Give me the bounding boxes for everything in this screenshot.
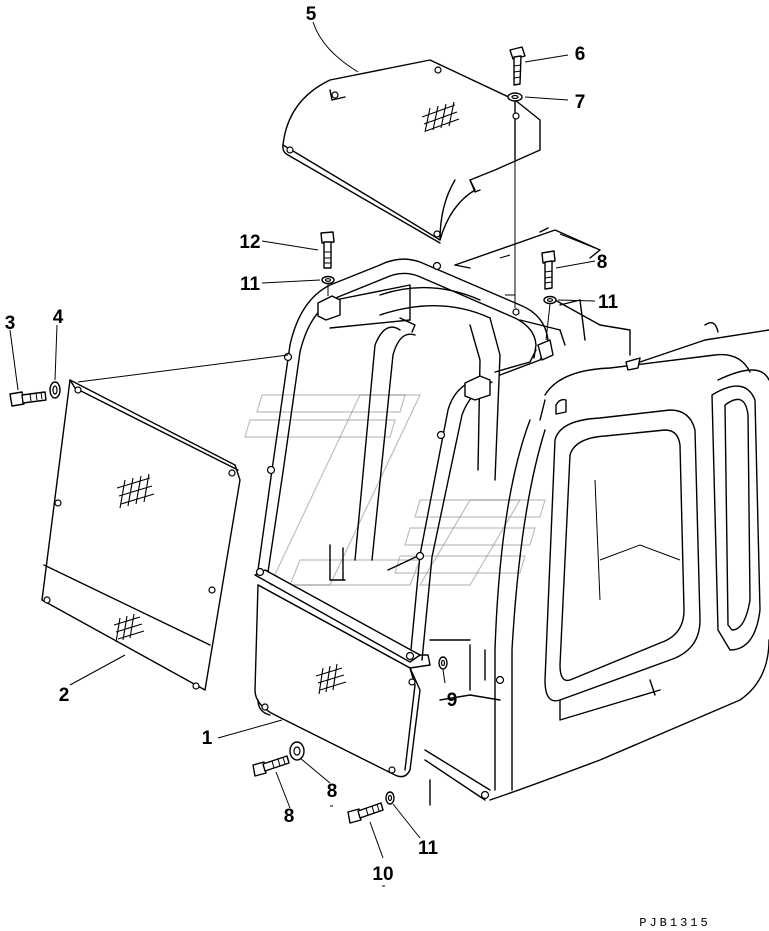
callout-12: 12 xyxy=(239,232,260,253)
bolt-8-top xyxy=(541,250,556,290)
watermark-logo xyxy=(244,394,546,586)
callout-5: 5 xyxy=(306,4,317,25)
callout-11-lower: 11 xyxy=(418,838,439,859)
washer-7 xyxy=(507,92,523,102)
callout-labels: 5 6 7 12 11 8 11 3 4 2 1 9 8 8 11 10 xyxy=(5,4,619,885)
callout-8-lower-mid: 10 xyxy=(372,864,393,885)
top-cover-plate xyxy=(282,59,541,244)
mesh-symbol-side-panel-lower xyxy=(113,613,145,643)
leader-lines xyxy=(9,21,596,859)
callout-8-upper: 8 xyxy=(597,252,608,273)
washer-11-top-right xyxy=(543,295,557,305)
drawing-code: PJB1315 xyxy=(639,916,710,930)
frame-structure xyxy=(329,284,586,581)
callout-6: 6 xyxy=(575,44,586,65)
bolt-12 xyxy=(320,231,335,269)
callout-3: 3 xyxy=(5,313,16,334)
callout-11-upper-left: 11 xyxy=(240,274,261,295)
callout-10: 9 xyxy=(447,690,458,711)
callout-7: 7 xyxy=(575,92,586,113)
bolt-3 xyxy=(9,391,47,407)
washer-10 xyxy=(438,656,448,670)
bolt-8-lower-left xyxy=(252,755,290,777)
mesh-symbol-rear-panel xyxy=(315,663,347,695)
callout-8-lower-left: 8 xyxy=(284,806,295,827)
washer-9 xyxy=(289,741,305,761)
callout-1: 1 xyxy=(202,728,213,749)
washer-11-top-left xyxy=(321,275,335,285)
bolt-6 xyxy=(509,46,526,86)
left-side-panel xyxy=(41,379,241,691)
callout-4: 4 xyxy=(53,307,64,328)
callout-11-upper-right: 11 xyxy=(598,292,619,313)
rear-lower-panel xyxy=(254,584,421,778)
mesh-symbol-side-panel xyxy=(116,473,155,509)
washer-11-lower xyxy=(385,791,395,805)
mesh-symbol-cover xyxy=(421,101,460,133)
bolt-8-lower-mid xyxy=(347,802,384,824)
callout-9: 8 xyxy=(327,781,338,802)
callout-2: 2 xyxy=(59,685,70,706)
washer-4 xyxy=(49,381,61,399)
cab-body xyxy=(424,227,769,806)
